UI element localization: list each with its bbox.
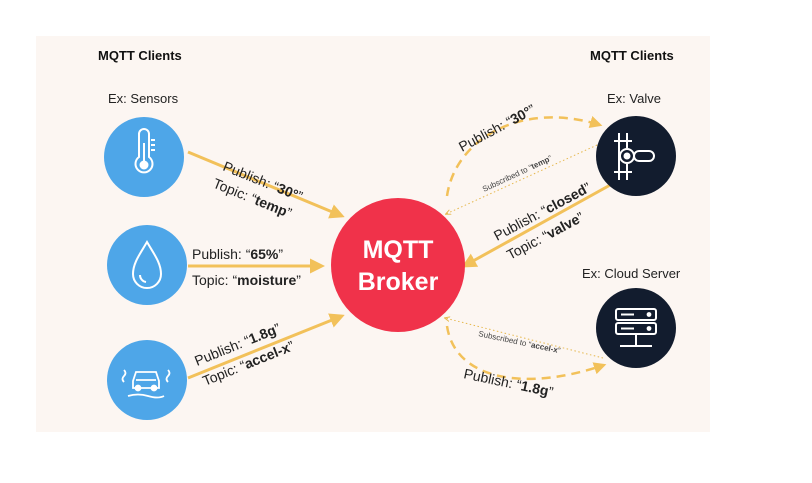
broker-to-cloud-arrow <box>445 325 607 381</box>
temperature-sensor <box>104 117 184 197</box>
server-icon <box>615 308 657 347</box>
cloud-subscribe-line <box>445 318 604 359</box>
temp-arrow <box>187 150 345 219</box>
water-drop-icon <box>131 240 163 289</box>
moisture-topic-text: Topic: “moisture” <box>192 272 301 288</box>
accel-arrow <box>187 313 345 380</box>
moisture-sensor <box>107 225 187 305</box>
cloud-label: Ex: Cloud Server <box>582 266 681 281</box>
broker-to-valve-arrow <box>445 116 603 197</box>
valve-label: Ex: Valve <box>607 91 661 106</box>
valve-icon <box>614 133 655 180</box>
thermometer-icon <box>134 128 155 174</box>
acceleration-sensor <box>107 340 187 420</box>
cloud-server-client <box>596 288 676 368</box>
left-header: MQTT Clients <box>98 48 182 63</box>
moisture-publish-text: Publish: “65%” <box>192 246 283 262</box>
broker-line2: Broker <box>358 268 439 296</box>
valve-client <box>596 116 676 196</box>
car-skid-icon <box>121 369 171 399</box>
right-header: MQTT Clients <box>590 48 674 63</box>
valve-publish-arrow <box>461 182 613 268</box>
sensors-label: Ex: Sensors <box>108 91 179 106</box>
mqtt-broker <box>331 198 465 332</box>
valve-subscribe-line <box>446 139 609 214</box>
broker-line1: MQTT <box>363 236 434 264</box>
